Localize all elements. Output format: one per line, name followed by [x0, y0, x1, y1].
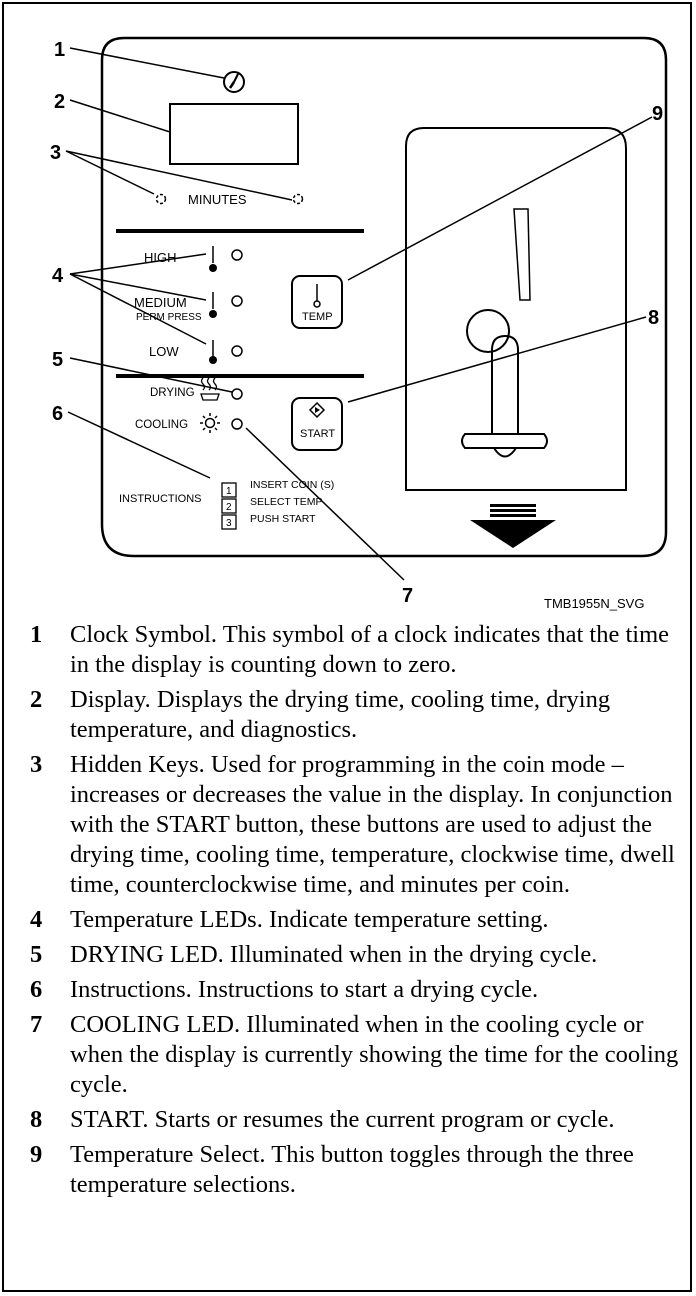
coin-return-knob: [466, 309, 510, 353]
legend-item: 8 START. Starts or resumes the current p…: [30, 1105, 690, 1135]
display-window: [169, 103, 299, 165]
legend-number: 1: [30, 621, 43, 648]
svg-text:3: 3: [226, 518, 232, 529]
down-arrow-icon: [470, 504, 556, 548]
legend-text: Clock Symbol. This symbol of a clock ind…: [70, 621, 670, 678]
led-high: [231, 249, 243, 261]
svg-text:8: 8: [648, 307, 659, 329]
coin-door: [405, 127, 627, 491]
thermometer-icon: [313, 284, 321, 308]
legend-text: Display. Displays the drying time, cooli…: [70, 686, 611, 743]
legend-item: 2 Display. Displays the drying time, coo…: [30, 685, 690, 745]
svg-text:1: 1: [226, 486, 232, 497]
medium-label: MEDIUM: [134, 295, 187, 310]
svg-text:5: 5: [52, 349, 63, 371]
legend-number: 5: [30, 941, 43, 968]
legend-number: 2: [30, 686, 43, 713]
thermometer-high-icon: [209, 246, 217, 272]
legend-item: 7 COOLING LED. Illuminated when in the c…: [30, 1010, 690, 1100]
instruction-step-1: 1 INSERT COIN (S): [221, 479, 334, 498]
clock-icon: [223, 71, 245, 93]
svg-text:6: 6: [52, 403, 63, 425]
legend-text: Instructions. Instructions to start a dr…: [70, 976, 539, 1003]
temp-button-label: TEMP: [302, 311, 333, 323]
low-label: LOW: [149, 344, 179, 359]
svg-text:4: 4: [52, 265, 64, 287]
legend-text: START. Starts or resumes the current pro…: [70, 1106, 615, 1133]
legend-number: 8: [30, 1106, 43, 1133]
figure-code: TMB1955N_SVG: [544, 596, 644, 611]
led-low: [231, 345, 243, 357]
control-panel-diagram: MINUTES HIGH MEDIUM PERM PRESS LOW DRYIN…: [50, 36, 668, 611]
legend-item: 9 Temperature Select. This button toggle…: [30, 1140, 690, 1200]
hidden-key-left[interactable]: [155, 193, 167, 205]
callout-leaders: [65, 47, 653, 581]
thermometer-medium-icon: [209, 292, 217, 318]
legend-number: 3: [30, 751, 43, 778]
legend-text: DRYING LED. Illuminated when in the dryi…: [70, 941, 598, 968]
instruction-step-2: 2 SELECT TEMP: [221, 496, 323, 514]
legend-item: 6 Instructions. Instructions to start a …: [30, 975, 690, 1005]
legend-list: 1 Clock Symbol. This symbol of a clock i…: [30, 620, 690, 1205]
start-button[interactable]: START: [291, 397, 343, 451]
thermometer-low-icon: [209, 340, 217, 364]
led-cooling: [231, 418, 243, 430]
led-medium: [231, 295, 243, 307]
legend-item: 3 Hidden Keys. Used for programming in t…: [30, 750, 690, 900]
svg-text:9: 9: [652, 103, 663, 125]
legend-text: Hidden Keys. Used for programming in the…: [70, 751, 675, 898]
temp-button[interactable]: TEMP: [291, 275, 343, 329]
legend-text: Temperature Select. This button toggles …: [70, 1141, 634, 1198]
svg-text:PUSH START: PUSH START: [250, 513, 316, 525]
svg-text:3: 3: [50, 142, 61, 164]
svg-text:SELECT TEMP: SELECT TEMP: [250, 496, 323, 508]
svg-text:1: 1: [54, 39, 65, 61]
callout-numbers: 1 2 3 4 5 6 7 8 9: [50, 39, 663, 607]
svg-text:2: 2: [54, 91, 65, 113]
led-drying: [231, 388, 243, 400]
cooling-sun-icon: [200, 413, 220, 433]
svg-text:2: 2: [226, 502, 232, 513]
svg-text:INSERT COIN (S): INSERT COIN (S): [250, 479, 334, 491]
legend-number: 6: [30, 976, 43, 1003]
start-diamond-icon: [308, 401, 326, 419]
legend-item: 1 Clock Symbol. This symbol of a clock i…: [30, 620, 690, 680]
svg-text:7: 7: [402, 585, 413, 607]
hidden-key-right[interactable]: [292, 193, 304, 205]
panel-outline: [100, 36, 668, 558]
coin-handle: [461, 334, 548, 458]
legend-item: 4 Temperature LEDs. Indicate temperature…: [30, 905, 690, 935]
legend-number: 7: [30, 1011, 43, 1038]
minutes-label: MINUTES: [188, 192, 247, 207]
instructions-label: INSTRUCTIONS: [119, 493, 202, 505]
drying-label: DRYING: [150, 387, 195, 399]
instruction-step-3: 3 PUSH START: [221, 513, 316, 530]
perm-press-label: PERM PRESS: [136, 312, 202, 323]
cooling-label: COOLING: [135, 419, 188, 431]
coin-slot: [513, 208, 531, 301]
legend-item: 5 DRYING LED. Illuminated when in the dr…: [30, 940, 690, 970]
start-button-label: START: [300, 428, 335, 440]
legend-number: 4: [30, 906, 43, 933]
legend-text: COOLING LED. Illuminated when in the coo…: [70, 1011, 679, 1098]
legend-text: Temperature LEDs. Indicate temperature s…: [70, 906, 549, 933]
legend-number: 9: [30, 1141, 43, 1168]
